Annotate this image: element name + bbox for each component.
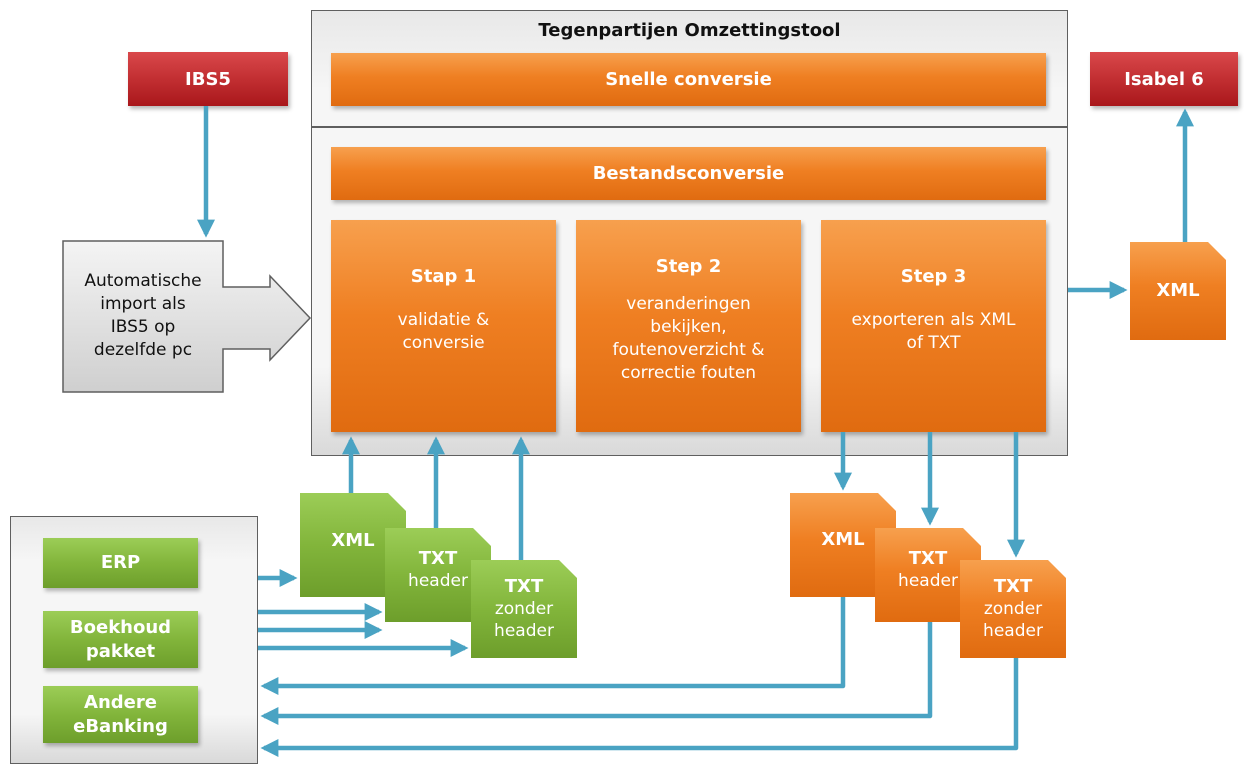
step-2-body: veranderingen bekijken, foutenoverzicht … — [576, 293, 801, 385]
xml-output-label: XML — [1156, 280, 1200, 301]
step-3-box: Step 3 exporteren als XML of TXT — [821, 220, 1046, 432]
step-3-body: exporteren als XML of TXT — [821, 309, 1046, 355]
step-3-line: exporteren als XML — [851, 310, 1016, 330]
step-2-line: bekijken, — [650, 317, 727, 337]
source-erp-label: ERP — [100, 552, 141, 573]
xml-output-doc: XML — [1130, 242, 1226, 340]
source-boekhoud-line: pakket — [85, 640, 156, 662]
step-1-body: validatie & conversie — [331, 309, 556, 355]
step-2-box: Step 2 veranderingen bekijken, foutenove… — [576, 220, 801, 432]
arrow-return-zonder — [260, 658, 1019, 757]
orange-doc-txt-zonder: TXT zonder header — [960, 560, 1066, 658]
isabel-6-box: Isabel 6 — [1090, 52, 1238, 106]
bestandsconversie-bar: Bestandsconversie — [331, 147, 1046, 200]
orange-doc-xml-label: XML — [821, 529, 865, 550]
source-andere-line: Andere — [84, 691, 157, 713]
import-line: IBS5 op — [110, 317, 176, 337]
orange-doc-zonder-line: zonder — [983, 599, 1043, 619]
orange-doc-zonder-line: TXT — [993, 576, 1033, 597]
source-andere-line: eBanking — [73, 715, 168, 737]
ibs5-box: IBS5 — [128, 52, 288, 106]
source-boekhoud-line: Boekhoud — [69, 616, 172, 638]
import-line: Automatische — [84, 271, 202, 291]
tool-title: Tegenpartijen Omzettingstool — [538, 20, 841, 41]
green-doc-txt-line: header — [408, 571, 468, 591]
import-arrow-shape — [62, 240, 312, 393]
source-andere-ebanking: Andere eBanking — [43, 686, 198, 743]
green-doc-zonder-line: header — [494, 621, 554, 641]
import-line: dezelfde pc — [93, 340, 193, 360]
step-3-title: Step 3 — [900, 266, 967, 287]
green-doc-xml-label: XML — [331, 530, 375, 551]
step-2-line: foutenoverzicht & — [612, 340, 765, 360]
orange-doc-txt-line: TXT — [908, 548, 948, 569]
green-doc-zonder-line: zonder — [494, 599, 554, 619]
step-2-line: correctie fouten — [620, 363, 757, 383]
step-2-line: veranderingen — [626, 294, 751, 314]
orange-doc-txt-line: header — [898, 571, 958, 591]
import-line: import als — [100, 294, 186, 314]
green-doc-txt-line: TXT — [418, 548, 458, 569]
source-erp: ERP — [43, 538, 198, 588]
step-1-line: conversie — [402, 333, 485, 353]
arrow-return-txt — [260, 622, 933, 725]
source-boekhoud: Boekhoud pakket — [43, 611, 198, 668]
green-doc-txt-zonder: TXT zonder header — [471, 560, 577, 658]
tool-divider — [311, 126, 1068, 128]
step-1-box: Stap 1 validatie & conversie — [331, 220, 556, 432]
step-1-line: validatie & — [397, 310, 490, 330]
import-label: Automatische import als IBS5 op dezelfde… — [63, 270, 223, 362]
snelle-conversie-bar: Snelle conversie — [331, 53, 1046, 106]
step-1-title: Stap 1 — [410, 266, 477, 287]
step-3-line: of TXT — [906, 333, 961, 353]
green-doc-zonder-line: TXT — [504, 576, 544, 597]
orange-doc-zonder-line: header — [983, 621, 1043, 641]
step-2-title: Step 2 — [655, 256, 722, 277]
